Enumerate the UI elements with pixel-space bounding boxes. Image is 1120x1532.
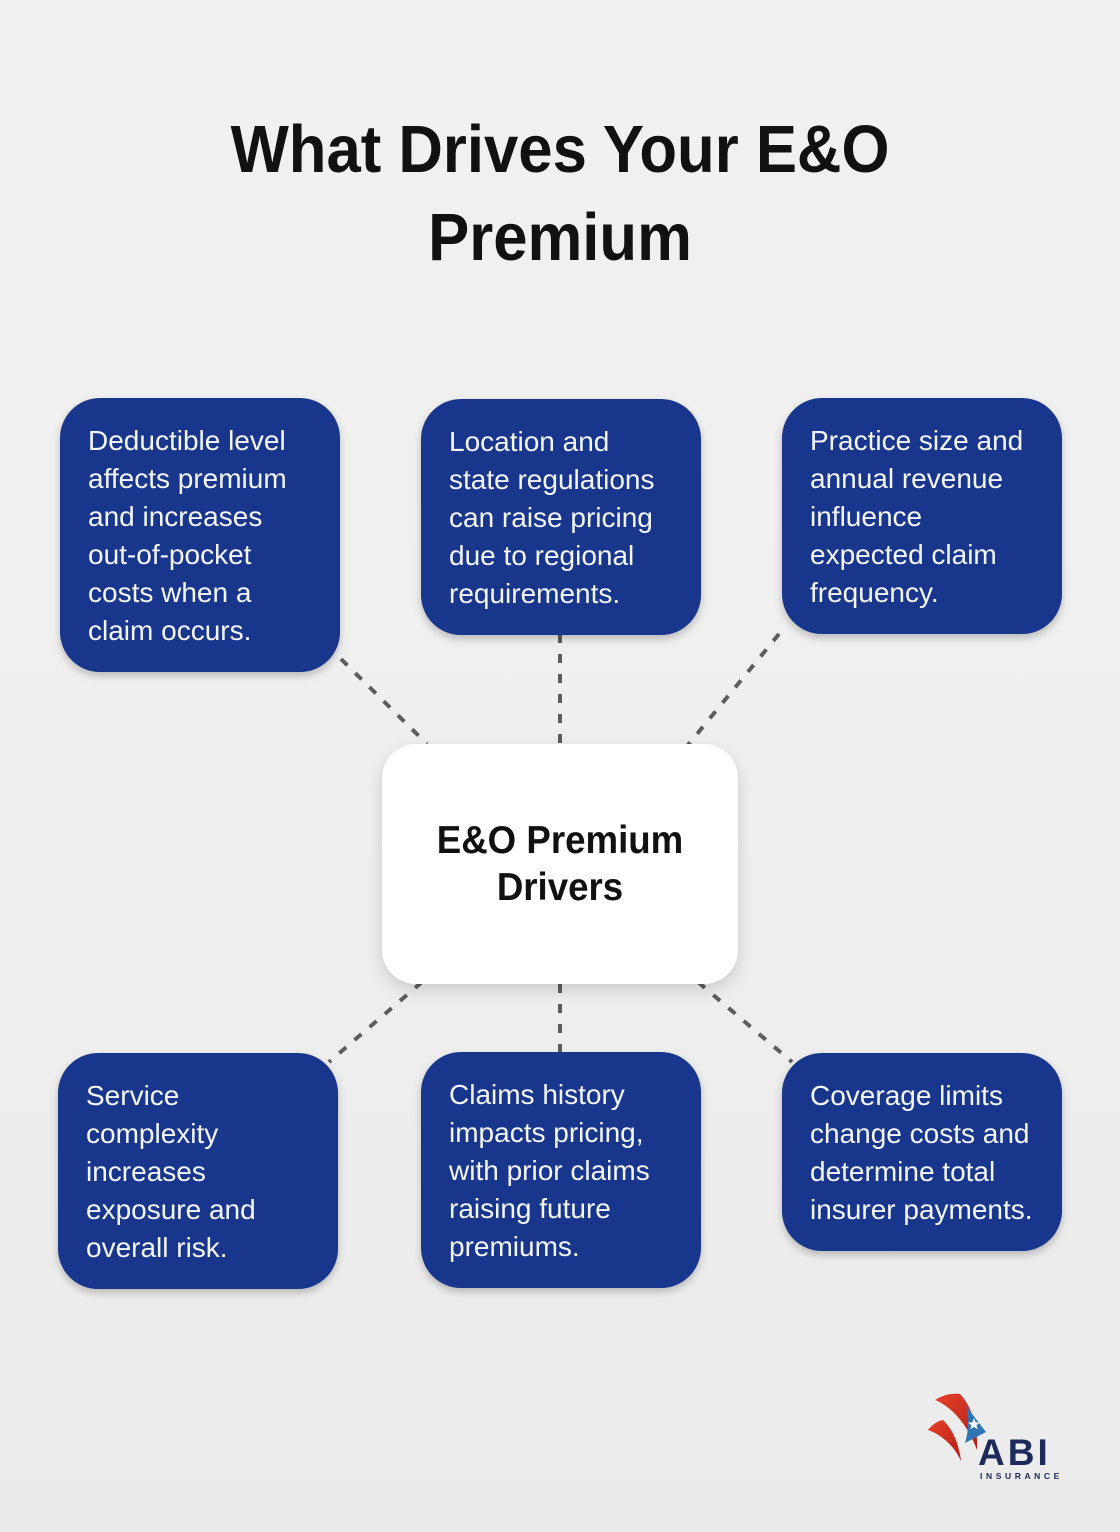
node-coverage-limits: Coverage limits change costs and determi… [782, 1053, 1062, 1251]
page-title: What Drives Your E&O Premium [45, 106, 1075, 282]
logo-star-icon [968, 1418, 980, 1430]
connector-top-right [686, 632, 781, 747]
connector-top-left [339, 657, 429, 746]
page-title-line2: Premium [428, 200, 692, 275]
node-deductible: Deductible level affects premium and inc… [60, 398, 340, 672]
logo-name-text: ABI [978, 1432, 1051, 1473]
node-claims-history-text: Claims history impacts pricing, with pri… [449, 1079, 650, 1262]
node-coverage-limits-text: Coverage limits change costs and determi… [810, 1080, 1033, 1225]
center-node: E&O Premium Drivers [382, 744, 738, 984]
node-service-complexity-text: Service complexity increases exposure an… [86, 1080, 256, 1263]
logo-swoosh-mark [928, 1393, 986, 1461]
node-service-complexity: Service complexity increases exposure an… [58, 1053, 338, 1289]
node-deductible-text: Deductible level affects premium and inc… [88, 425, 287, 646]
connector-bottom-right [696, 980, 794, 1064]
node-practice-size: Practice size and annual revenue influen… [782, 398, 1062, 634]
logo-subtitle-text: INSURANCE [980, 1471, 1063, 1481]
node-claims-history: Claims history impacts pricing, with pri… [421, 1052, 701, 1288]
connector-bottom-left [327, 980, 424, 1064]
node-practice-size-text: Practice size and annual revenue influen… [810, 425, 1024, 608]
node-location-text: Location and state regulations can raise… [449, 426, 655, 609]
logo-red-swoosh-small [928, 1420, 961, 1461]
page-title-line1: What Drives Your E&O [230, 112, 890, 187]
node-location: Location and state regulations can raise… [421, 399, 701, 635]
abi-insurance-logo: ABI INSURANCE [928, 1393, 1063, 1481]
center-node-label: E&O Premium Drivers [436, 819, 684, 909]
